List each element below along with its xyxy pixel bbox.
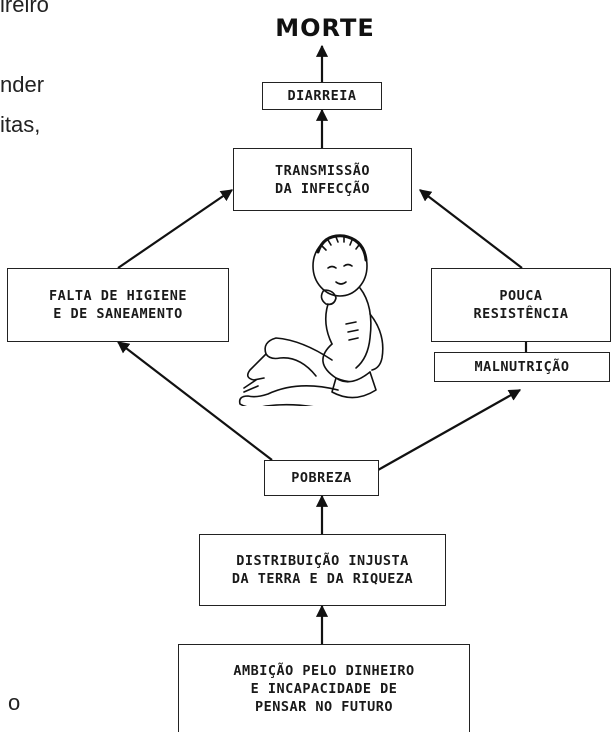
box-diarreia-line-1: DIARREIA xyxy=(287,88,357,104)
box-pobreza-line-1: POBREZA xyxy=(291,470,352,486)
arrow-pobreza-to-malnutricao xyxy=(377,389,522,471)
box-ambicao-line-1: AMBIÇÃO PELO DINHEIRO xyxy=(233,662,415,679)
box-distribuicao-injusta: DISTRIBUIÇÃO INJUSTA DA TERRA E DA RIQUE… xyxy=(199,534,446,606)
box-transmissao-infeccao: TRANSMISSÃO DA INFECÇÃO xyxy=(233,148,412,211)
box-distribuicao-line-2: DA TERRA E DA RIQUEZA xyxy=(231,571,414,587)
box-pouca-line-1: POUCA xyxy=(499,288,543,304)
box-malnutricao: MALNUTRIÇÃO xyxy=(434,352,610,382)
margin-text-fragment-4: o xyxy=(8,690,21,715)
box-ambicao-dinheiro: AMBIÇÃO PELO DINHEIRO E INCAPACIDADE DE … xyxy=(178,644,470,732)
arrow-pobreza-to-falta xyxy=(117,341,273,461)
box-falta-line-1: FALTA DE HIGIENE xyxy=(48,288,188,304)
box-ambicao-line-3: PENSAR NO FUTURO xyxy=(254,698,394,715)
box-pouca-line-2: RESISTÊNCIA xyxy=(473,306,569,322)
box-ambicao-line-2: E INCAPACIDADE DE xyxy=(250,680,398,697)
arrow-pouca-to-transmissao xyxy=(419,189,523,269)
box-pouca-resistencia: POUCA RESISTÊNCIA xyxy=(431,268,611,342)
margin-text-fragment-2: nder xyxy=(0,72,45,97)
margin-text-fragment-3: itas, xyxy=(0,112,41,137)
box-transmissao-line-1: TRANSMISSÃO xyxy=(275,162,370,179)
margin-text-fragment-1: ireiro xyxy=(0,0,49,17)
box-falta-higiene: FALTA DE HIGIENE E DE SANEAMENTO xyxy=(7,268,229,342)
outcome-title: MORTE xyxy=(275,14,375,42)
box-diarreia: DIARREIA xyxy=(262,82,382,110)
arrow-falta-to-transmissao xyxy=(117,189,233,269)
sick-child-illustration xyxy=(238,234,384,406)
box-transmissao-line-2: DA INFECÇÃO xyxy=(275,180,370,197)
box-falta-line-2: E DE SANEAMENTO xyxy=(53,306,183,322)
box-pobreza: POBREZA xyxy=(264,460,379,496)
box-malnutricao-line-1: MALNUTRIÇÃO xyxy=(474,359,570,375)
box-distribuicao-line-1: DISTRIBUIÇÃO INJUSTA xyxy=(236,553,409,569)
